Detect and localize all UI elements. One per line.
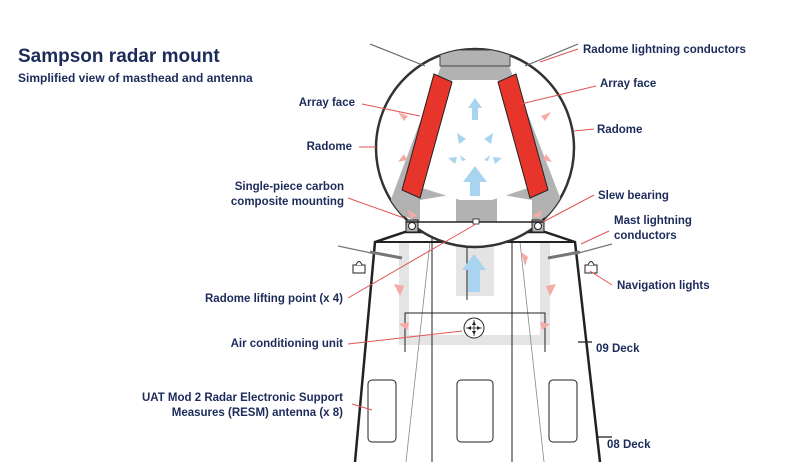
- array-face-right: [497, 73, 549, 199]
- label-deck-09: 09 Deck: [596, 343, 640, 355]
- page-title: Sampson radar mount: [18, 46, 220, 67]
- label-slew-bearing: Slew bearing: [598, 190, 669, 202]
- mast-structure: [337, 230, 613, 463]
- mast-lightning-conductor-icon: [337, 243, 613, 260]
- label-mast-lightning-line2: conductors: [614, 230, 677, 242]
- label-deck-08: 08 Deck: [607, 439, 651, 451]
- label-resm-line1: UAT Mod 2 Radar Electronic Support: [142, 392, 343, 404]
- label-mast-lightning-line1: Mast lightning: [614, 215, 692, 227]
- label-array-face-right: Array face: [600, 78, 656, 90]
- label-radome-right: Radome: [597, 124, 642, 136]
- label-array-face-left: Array face: [299, 97, 355, 109]
- label-air-conditioning: Air conditioning unit: [231, 338, 344, 350]
- label-mounting-line1: Single-piece carbon: [235, 181, 344, 193]
- navigation-light-icon: [352, 261, 598, 274]
- label-lifting-point: Radome lifting point (x 4): [205, 293, 343, 305]
- leader-lines: [347, 48, 613, 411]
- label-navigation-lights: Navigation lights: [617, 280, 710, 292]
- label-radome-lightning-conductors: Radome lightning conductors: [583, 44, 746, 56]
- label-mounting-line2: composite mounting: [231, 196, 344, 208]
- radome-lightning-conductor-icon: [369, 43, 579, 67]
- page-subtitle: Simplified view of masthead and antenna: [18, 71, 253, 85]
- array-face-left: [401, 73, 453, 199]
- fan-icon: [463, 317, 485, 339]
- label-resm-line2: Measures (RESM) antenna (x 8): [172, 407, 343, 419]
- radome: [374, 47, 576, 249]
- label-radome-left: Radome: [307, 141, 352, 153]
